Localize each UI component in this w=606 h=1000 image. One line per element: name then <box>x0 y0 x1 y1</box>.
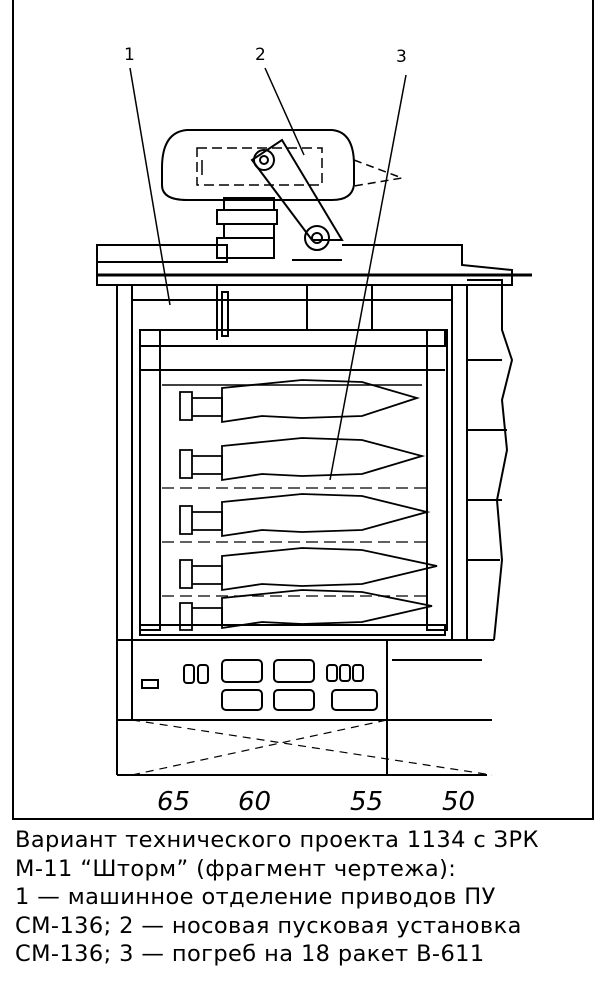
leader-lines <box>129 67 407 481</box>
caption-line-3: 1 — машинное отделение приводов ПУ <box>15 884 496 910</box>
missiles <box>162 379 438 631</box>
frame-number-50: 50 <box>442 787 475 817</box>
drawing-frame <box>12 0 594 820</box>
figure-caption: Вариант технического проекта 1134 с ЗРК … <box>15 826 605 969</box>
missile-magazine <box>139 329 448 636</box>
caption-line-2: М-11 “Шторм” (фрагмент чертежа): <box>15 855 457 882</box>
callout-3: 3 <box>396 47 407 67</box>
frame-number-55: 55 <box>350 787 383 817</box>
launcher-turret <box>161 129 405 261</box>
frame-number-60: 60 <box>238 787 271 817</box>
frame-number-65: 65 <box>157 787 190 817</box>
caption-line-1: Вариант технического проекта 1134 с ЗРК <box>15 827 539 853</box>
callout-2: 2 <box>255 45 266 65</box>
hull-structure <box>96 244 532 720</box>
callout-1: 1 <box>124 45 135 65</box>
caption-line-4: СМ-136; 2 — носовая пусковая установка <box>15 912 522 939</box>
caption-line-5: СМ-136; 3 — погреб на 18 ракет В-611 <box>15 941 485 967</box>
technical-drawing: 1 2 3 <box>96 45 532 817</box>
lower-compartment <box>116 639 494 776</box>
